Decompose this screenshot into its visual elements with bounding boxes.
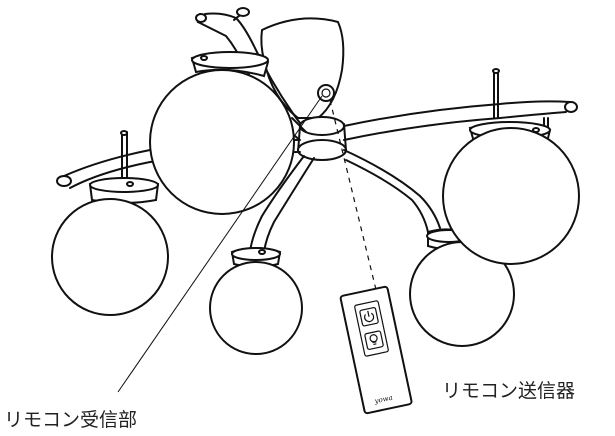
receiver-label: リモコン受信部 [4, 409, 137, 431]
receiver-leader-line [117, 95, 323, 393]
globe-upper-left [149, 51, 295, 215]
globe-right [442, 121, 580, 265]
central-hub [296, 116, 348, 161]
arm-lower-right [343, 149, 441, 233]
arm-front-overlap [291, 117, 307, 133]
light-bulb-button-icon [364, 330, 384, 350]
globe-front-bottom [209, 247, 303, 355]
transmitter-label: リモコン送信器 [442, 380, 575, 402]
signal-dashed-line [329, 99, 379, 299]
remote-brand-text: yowa [373, 394, 394, 406]
power-button-icon [359, 307, 379, 327]
remote-control: yowa [339, 285, 413, 415]
globe-left [51, 177, 169, 316]
globe-lower-right [409, 228, 515, 347]
receiver-sensor [317, 84, 335, 102]
arm-front [249, 155, 315, 253]
